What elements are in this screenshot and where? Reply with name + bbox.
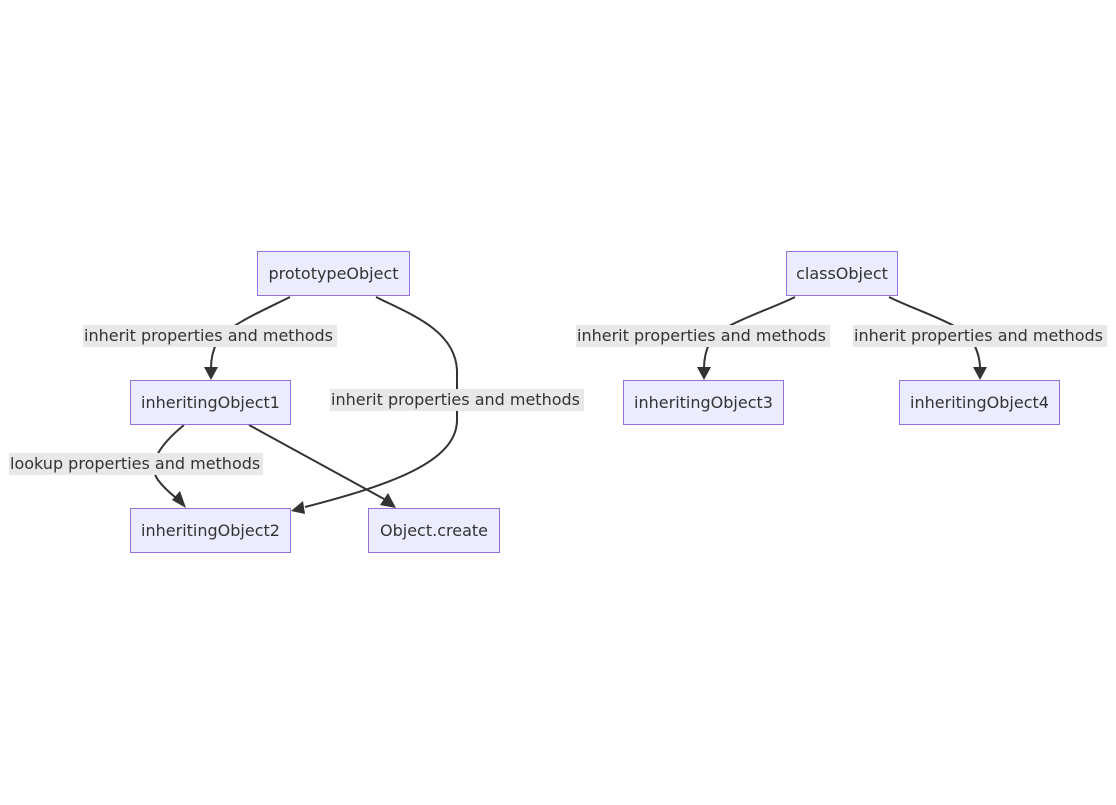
node-object-create[interactable]: Object.create (368, 508, 500, 553)
node-prototype-object[interactable]: prototypeObject (257, 251, 410, 296)
edge-label-inheriting1-inheriting2: lookup properties and methods (9, 453, 263, 475)
node-inheriting-object-2[interactable]: inheritingObject2 (130, 508, 291, 553)
node-inheriting-object-4[interactable]: inheritingObject4 (899, 380, 1060, 425)
arrowhead-inheriting2-top (172, 491, 186, 508)
edge-label-prototype-inheriting1: inherit properties and methods (83, 325, 337, 347)
arrowhead-inheriting3 (697, 367, 711, 380)
edge-label-prototype-inheriting2: inherit properties and methods (330, 389, 584, 411)
edge-label-class-inheriting3: inherit properties and methods (576, 325, 830, 347)
edge-inheriting1-to-inheriting2 (152, 424, 185, 498)
edge-inheriting1-to-objectcreate (248, 424, 385, 500)
node-inheriting-object-3[interactable]: inheritingObject3 (623, 380, 784, 425)
edge-label-class-inheriting4: inherit properties and methods (853, 325, 1107, 347)
arrowhead-objectcreate (380, 493, 396, 508)
arrowhead-inheriting1 (204, 367, 218, 380)
arrowhead-inheriting4 (973, 367, 987, 380)
node-inheriting-object-1[interactable]: inheritingObject1 (130, 380, 291, 425)
edge-prototype-to-inheriting2 (304, 296, 458, 508)
arrowhead-inheriting2-right (291, 501, 305, 514)
node-class-object[interactable]: classObject (786, 251, 898, 296)
